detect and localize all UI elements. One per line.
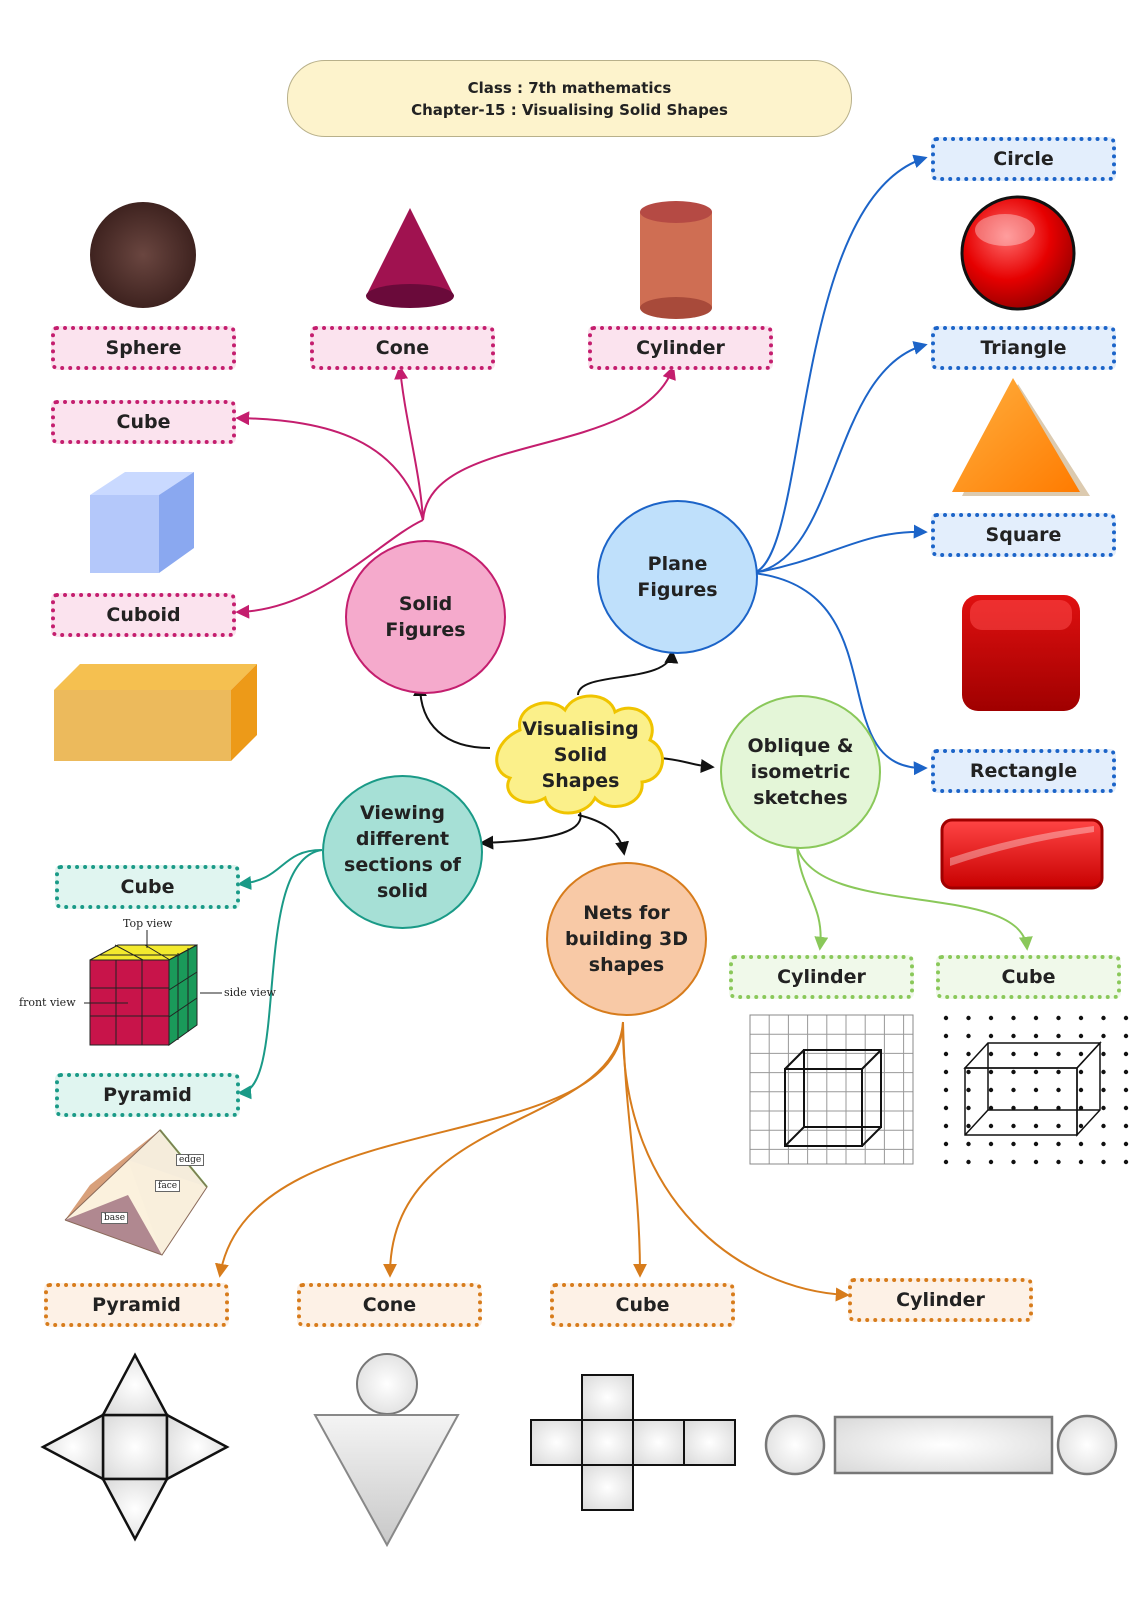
pyramid-face-label: face: [155, 1180, 181, 1192]
rectangle-picture: [940, 818, 1104, 890]
label-cylinder[interactable]: Cylinder: [588, 326, 773, 370]
cube-picture: [90, 472, 194, 573]
label-cube[interactable]: Cube: [51, 400, 236, 444]
label-oblique-cylinder[interactable]: Cylinder: [729, 955, 914, 999]
cone-net-picture: [313, 1353, 460, 1548]
solid-connectors: [235, 365, 676, 619]
plane-figures-line2: Figures: [637, 579, 718, 601]
side-view-label: side view: [224, 986, 276, 999]
oblique-connectors: [796, 846, 1033, 951]
central-topic-line1: Visualising: [522, 718, 639, 740]
label-viewing-pyramid[interactable]: Pyramid: [55, 1073, 240, 1117]
cylinder-picture: [640, 201, 712, 319]
nets-connectors: [215, 1021, 850, 1302]
oblique-isometric-node[interactable]: Oblique & isometric sketches: [720, 695, 881, 849]
chapter-title: Chapter-15 : Visualising Solid Shapes: [411, 100, 728, 119]
nets-line3: shapes: [588, 954, 665, 976]
label-cuboid[interactable]: Cuboid: [51, 593, 236, 637]
label-viewing-cube[interactable]: Cube: [55, 865, 240, 909]
label-net-cylinder[interactable]: Cylinder: [848, 1278, 1033, 1322]
solid-figures-line2: Figures: [385, 619, 466, 641]
label-square[interactable]: Square: [931, 513, 1116, 557]
viewing-cube-picture: [84, 930, 222, 1046]
cuboid-picture: [54, 664, 257, 761]
label-circle[interactable]: Circle: [931, 137, 1116, 181]
cube-net-picture: [530, 1374, 736, 1511]
chapter-title-banner: Class : 7th mathematics Chapter-15 : Vis…: [287, 60, 852, 137]
center-cloud: [495, 694, 664, 815]
nets-node[interactable]: Nets for building 3D shapes: [546, 862, 707, 1016]
oblique-line1: Oblique &: [747, 735, 854, 757]
central-topic-line2: Solid: [553, 744, 608, 766]
pyramid-edge-label: edge: [176, 1154, 205, 1166]
central-topic-line3: Shapes: [541, 770, 620, 792]
plane-connectors: [752, 154, 928, 776]
pyramid-base-label: base: [101, 1212, 129, 1224]
oblique-grid-picture: [749, 1014, 914, 1165]
front-view-label: front view: [19, 996, 76, 1009]
oblique-line2: isometric: [750, 761, 851, 783]
solid-figures-line1: Solid: [398, 593, 453, 615]
cone-picture: [366, 208, 454, 308]
nets-line2: building 3D: [565, 928, 688, 950]
viewing-sections-node[interactable]: Viewing different sections of solid: [322, 775, 483, 929]
viewing-connectors: [237, 849, 323, 1100]
label-net-cone[interactable]: Cone: [297, 1283, 482, 1327]
viewing-line3: sections of: [344, 854, 461, 876]
label-cone[interactable]: Cone: [310, 326, 495, 370]
class-title: Class : 7th mathematics: [467, 78, 672, 97]
top-view-label: Top view: [123, 917, 173, 930]
viewing-line1: Viewing: [360, 802, 445, 824]
cylinder-net-picture: [764, 1414, 1118, 1476]
sphere-picture: [90, 202, 196, 308]
label-net-pyramid[interactable]: Pyramid: [44, 1283, 229, 1327]
label-sphere[interactable]: Sphere: [51, 326, 236, 370]
oblique-line3: sketches: [753, 787, 848, 809]
viewing-pyramid-picture: [64, 1129, 208, 1256]
label-net-cube[interactable]: Cube: [550, 1283, 735, 1327]
circle-picture: [960, 195, 1076, 311]
nets-line1: Nets for: [583, 902, 670, 924]
triangle-picture: [952, 378, 1090, 496]
plane-figures-line1: Plane: [647, 553, 708, 575]
label-oblique-cube[interactable]: Cube: [936, 955, 1121, 999]
square-picture: [962, 595, 1080, 711]
center-connectors: [413, 649, 715, 856]
label-rectangle[interactable]: Rectangle: [931, 749, 1116, 793]
central-topic[interactable]: Visualising Solid Shapes: [508, 710, 653, 800]
label-triangle[interactable]: Triangle: [931, 326, 1116, 370]
viewing-line2: different: [355, 828, 450, 850]
viewing-line4: solid: [376, 880, 428, 902]
pyramid-net-picture: [40, 1352, 230, 1542]
isometric-dot-picture: [943, 1015, 1129, 1165]
